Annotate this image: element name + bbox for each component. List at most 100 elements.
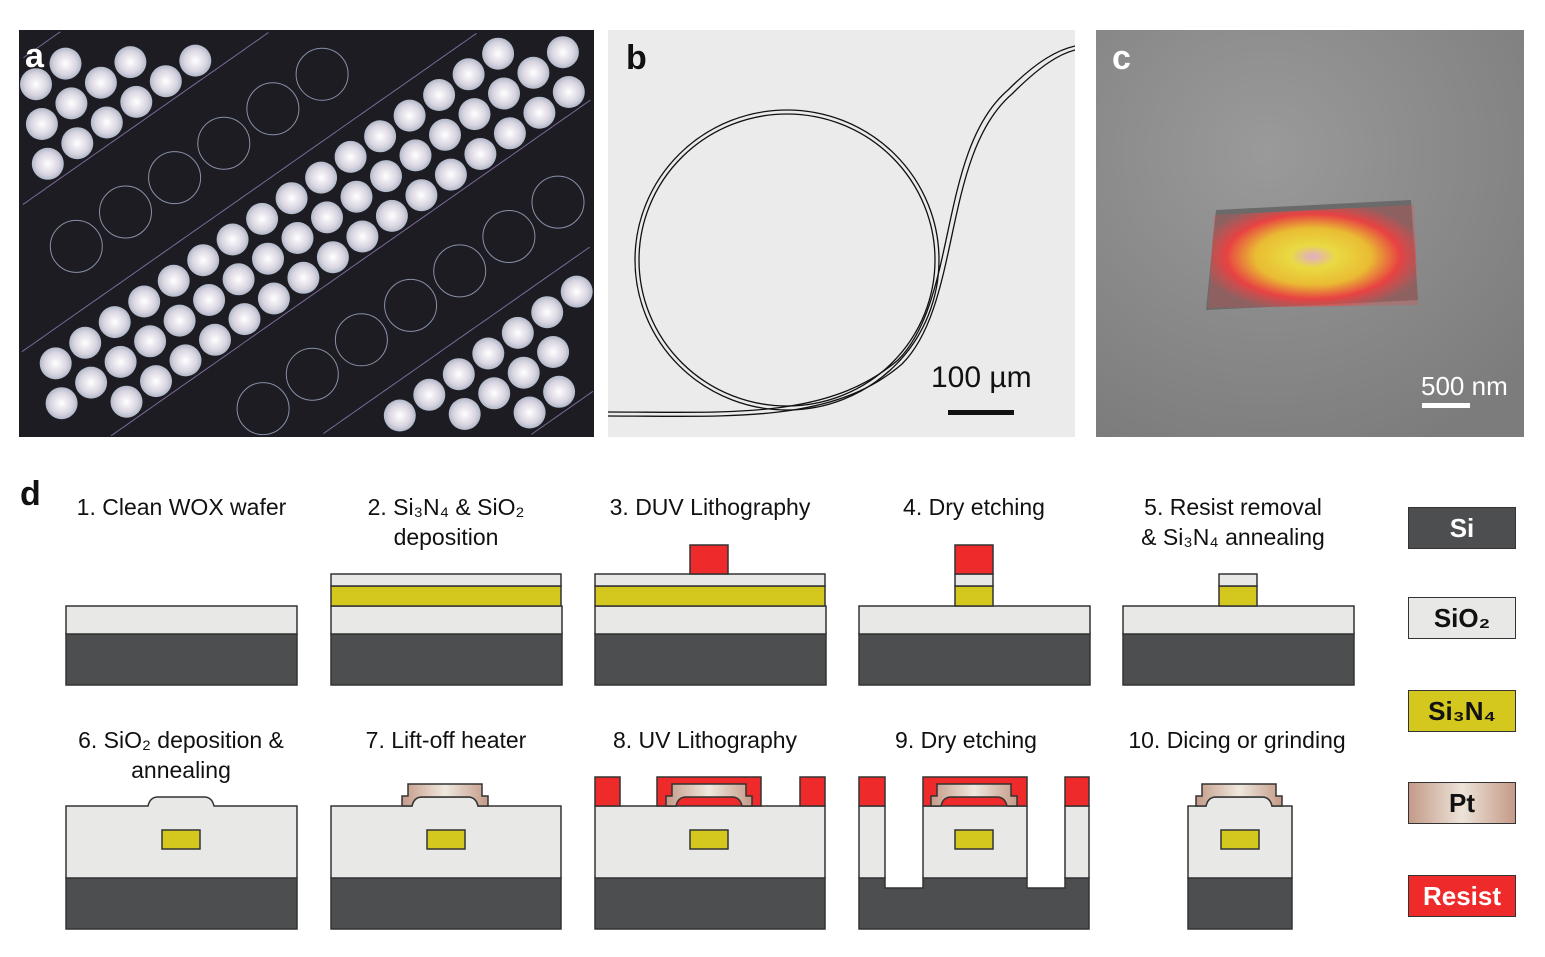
microdisk bbox=[55, 87, 88, 120]
waveguide-mode-profile-image bbox=[1096, 30, 1524, 437]
panel-b-microring-image: b 100 µm bbox=[608, 30, 1075, 437]
si3n4-waveguide bbox=[426, 829, 466, 850]
step-9-label: 9. Dry etching bbox=[895, 727, 1037, 753]
wafer-microrings-image bbox=[20, 31, 594, 437]
microdisk bbox=[305, 161, 338, 194]
legend-sio2: SiO₂ bbox=[1408, 597, 1516, 639]
si-substrate-etched bbox=[858, 877, 1090, 930]
ring-and-bus-waveguide bbox=[608, 45, 1075, 418]
si3n4-waveguide bbox=[954, 585, 994, 607]
microdisk bbox=[98, 306, 131, 339]
microdisk bbox=[334, 140, 367, 173]
legend-resist: Resist bbox=[1408, 875, 1516, 917]
microdisk bbox=[507, 356, 540, 389]
microdisk bbox=[531, 296, 564, 329]
microring bbox=[99, 185, 152, 239]
pt-heater bbox=[930, 783, 1018, 807]
microdisk bbox=[31, 147, 64, 180]
step-6-label: 6. SiO₂ deposition &annealing bbox=[56, 725, 306, 785]
microdisk bbox=[346, 220, 379, 253]
legend-si: Si bbox=[1408, 507, 1516, 549]
si-substrate bbox=[858, 633, 1091, 686]
si3n4-waveguide bbox=[161, 829, 201, 850]
microring bbox=[295, 47, 349, 101]
si3n4-layer bbox=[594, 585, 826, 607]
step-7-label: 7. Lift-off heater bbox=[365, 727, 527, 753]
microring bbox=[334, 313, 388, 367]
microring bbox=[384, 278, 438, 332]
sio2-cladding bbox=[858, 805, 886, 879]
microdisk bbox=[179, 44, 212, 77]
microdisk bbox=[114, 46, 147, 79]
sio2-cap bbox=[954, 573, 994, 587]
scale-bar bbox=[948, 410, 1014, 415]
step-5-line1: 5. Resist removal bbox=[1144, 494, 1322, 520]
microdisk bbox=[39, 347, 72, 380]
step-2-line1: 2. Si₃N₄ & SiO₂ bbox=[367, 494, 525, 520]
microdisk bbox=[45, 387, 78, 420]
microdisk bbox=[257, 282, 290, 315]
microdisk bbox=[393, 99, 426, 132]
microring bbox=[285, 347, 339, 401]
si-substrate bbox=[65, 877, 298, 930]
si-substrate bbox=[594, 633, 827, 686]
microdisk bbox=[434, 158, 467, 191]
pt-heater bbox=[665, 783, 753, 807]
panel-a-wafer-photo: a bbox=[19, 30, 594, 437]
microdisk bbox=[140, 365, 172, 398]
microdisk bbox=[488, 77, 520, 110]
legend-si3n4: Si₃N₄ bbox=[1408, 690, 1516, 732]
microring bbox=[482, 210, 536, 263]
microdisk bbox=[193, 284, 226, 316]
microdisk bbox=[199, 323, 231, 356]
microdisk bbox=[311, 201, 343, 234]
si-substrate bbox=[1187, 877, 1293, 930]
microdisk bbox=[216, 223, 249, 256]
microdisk bbox=[552, 76, 585, 108]
microdisk bbox=[364, 120, 397, 153]
legend-pt: Pt bbox=[1408, 782, 1516, 824]
microdisk bbox=[275, 182, 308, 215]
microdisk bbox=[523, 96, 556, 129]
panel-c-label: c bbox=[1112, 39, 1131, 77]
step-5-label: 5. Resist removal & Si₃N₄ annealing bbox=[1108, 492, 1358, 552]
microdisk bbox=[187, 244, 220, 277]
bus-waveguide bbox=[323, 246, 590, 435]
resist bbox=[858, 776, 886, 807]
microdisk bbox=[246, 202, 279, 235]
microdisk bbox=[222, 263, 255, 296]
resist bbox=[594, 776, 621, 807]
microdisk bbox=[482, 37, 515, 70]
microdisk bbox=[84, 66, 117, 99]
sio2-layer bbox=[594, 605, 827, 635]
pt-heater bbox=[401, 783, 489, 807]
resist bbox=[689, 544, 729, 575]
microdisk bbox=[252, 242, 284, 275]
microdisk bbox=[560, 275, 593, 308]
microdisk bbox=[75, 366, 108, 399]
step-3-label: 3. DUV Lithography bbox=[609, 494, 811, 520]
step-5-line2: & Si₃N₄ annealing bbox=[1141, 524, 1325, 550]
microdisk bbox=[458, 98, 491, 131]
microring bbox=[148, 151, 202, 205]
microdisk bbox=[452, 58, 485, 91]
microdisk bbox=[543, 375, 576, 408]
step-6-line2: annealing bbox=[131, 757, 231, 783]
si-substrate bbox=[65, 633, 298, 686]
microdisk bbox=[163, 304, 196, 337]
microdisk bbox=[287, 261, 320, 294]
step-10-label: 10. Dicing or grinding bbox=[1128, 727, 1346, 753]
sio2-layer bbox=[1122, 605, 1355, 635]
microring bbox=[236, 382, 290, 436]
microdisk bbox=[537, 336, 570, 368]
microdisk bbox=[281, 222, 314, 254]
microdisk bbox=[149, 65, 182, 98]
scale-bar-label: 100 µm bbox=[931, 361, 1032, 394]
si3n4-layer bbox=[330, 585, 562, 607]
microdisk bbox=[493, 117, 526, 150]
sio2-cladding bbox=[1064, 805, 1090, 879]
microdisk bbox=[20, 68, 52, 101]
microdisk bbox=[128, 285, 161, 318]
microdisk bbox=[517, 56, 550, 89]
